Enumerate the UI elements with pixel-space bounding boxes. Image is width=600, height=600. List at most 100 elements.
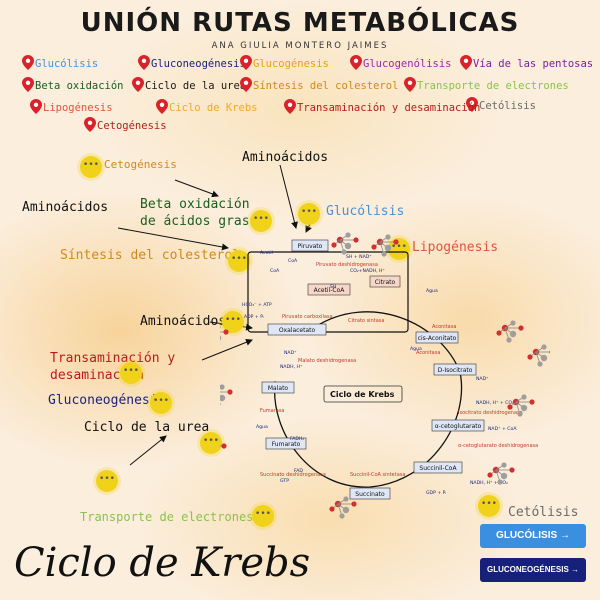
arrow-aminoacidos-left	[117, 227, 229, 251]
cofactor-label: CoA	[288, 258, 298, 264]
molecule-model-5	[487, 462, 515, 485]
hotspot-ciclo-urea[interactable]: •••	[200, 432, 222, 454]
svg-text:Malato: Malato	[268, 385, 289, 392]
cofactor-label: NAD⁺	[284, 350, 297, 356]
label-transporte-electrones: Transporte de electrones	[80, 510, 254, 524]
arrow-cetogenesis	[174, 179, 219, 198]
index-link-label: Glucólisis	[35, 58, 99, 70]
hotspot-gluconeogenesis[interactable]: •••	[150, 392, 172, 414]
map-pin-icon	[466, 97, 478, 112]
cofactor-label: NADH, H⁺ + CO₂	[476, 400, 514, 406]
svg-text:α-cetoglutarato: α-cetoglutarato	[435, 423, 482, 430]
cofactor-label: SH + NAD⁺	[346, 254, 372, 260]
molecule-model-1	[371, 234, 399, 257]
svg-text:Piruvato: Piruvato	[298, 243, 323, 250]
molecule-model-9	[220, 443, 227, 449]
metabolite-1: Acetil-CoA	[307, 283, 351, 296]
enzyme-label: Citrato sintasa	[348, 318, 384, 324]
metabolite-0: Piruvato	[291, 239, 329, 252]
arrow-transaminacion	[201, 338, 253, 361]
molecule-model-2	[496, 320, 524, 343]
svg-text:Citrato: Citrato	[375, 279, 396, 286]
label-glucolisis: Glucólisis	[326, 204, 405, 219]
enzyme-label: α-cetoglutarato deshidrogenasa	[458, 443, 538, 449]
page-title: UNIÓN RUTAS METABÓLICAS	[80, 8, 520, 38]
label-aminoacidos-top: Aminoácidos	[242, 150, 329, 165]
hotspot-aminoacidos[interactable]: •••	[222, 311, 244, 333]
molecule-model-6	[329, 496, 357, 519]
label-beta-oxidacion: Beta oxidación de ácidos grasos	[140, 197, 266, 229]
hotspot-beta-oxidacion[interactable]: •••	[250, 210, 272, 232]
metabolite-4: D-Isocitrato	[433, 363, 477, 376]
map-pin-icon	[156, 99, 168, 114]
cofactor-label: NADH, H⁺	[280, 364, 303, 370]
metabolite-2: Citrato	[369, 275, 401, 288]
map-pin-icon	[22, 55, 34, 70]
hotspot-glucolisis[interactable]: •••	[298, 203, 320, 225]
hotspot-cetolisis[interactable]: •••	[478, 495, 500, 517]
enzyme-label: Piruvato deshidrogenasa	[316, 262, 378, 268]
hotspot-transporte-electrones[interactable]: •••	[96, 470, 118, 492]
pyruvate-box	[247, 251, 409, 333]
index-link-label: Vía de las pentosas	[473, 58, 594, 70]
map-pin-icon	[30, 99, 42, 114]
label-transaminacion: Transaminación y desaminación	[50, 351, 176, 383]
gluconeogenesis-button[interactable]: GLUCONEOGÉNESIS →	[480, 558, 586, 582]
cycle-center-box	[323, 385, 403, 403]
cofactor-label: FADH₂	[290, 436, 304, 442]
label-sintesis-colesterol: Síntesis del colesterol	[60, 248, 241, 263]
index-link-label: Cetogénesis	[97, 120, 167, 132]
cofactor-label: Acetil	[260, 250, 273, 256]
svg-text:Succinato: Succinato	[355, 491, 385, 498]
enzyme-label: Succinil-CoA sintetasa	[350, 472, 405, 478]
map-pin-icon	[460, 55, 472, 70]
index-link-label: Síntesis del colesterol	[253, 80, 399, 92]
label-lipogenesis: Lipogénesis	[412, 240, 499, 255]
glucolisis-button[interactable]: GLUCÓLISIS →	[480, 524, 586, 548]
molecule-model-8	[220, 384, 233, 406]
hotspot-transaminacion[interactable]: •••	[120, 362, 142, 384]
map-pin-icon	[22, 77, 34, 92]
enzyme-label: Aconitasa	[432, 324, 456, 330]
label-aminoacidos-mid: Aminoácidos	[140, 314, 227, 329]
cofactor-label: Agua	[426, 288, 438, 294]
author-name: ANA GIULIA MONTERO JAIMES	[211, 41, 389, 51]
index-link-label: Gluconeogénesis	[151, 58, 246, 70]
hotspot-transporte-end[interactable]: •••	[252, 505, 274, 527]
svg-text:Fumarato: Fumarato	[272, 441, 301, 448]
cofactor-label: Agua	[256, 424, 268, 430]
map-pin-icon	[284, 99, 296, 114]
hotspot-sintesis-colesterol[interactable]: •••	[228, 250, 250, 272]
index-link-label: Lipogénesis	[43, 102, 113, 114]
enzyme-label: Isocitrato deshidrogenasa	[458, 410, 523, 416]
molecule-model-3	[527, 344, 550, 367]
svg-text:Acetil-CoA: Acetil-CoA	[314, 287, 346, 294]
metabolite-8: Fumarato	[265, 437, 307, 450]
cofactor-label: CoA	[270, 268, 280, 274]
cofactor-label: SH	[330, 284, 336, 290]
svg-text:D-Isocitrato: D-Isocitrato	[438, 367, 473, 374]
index-link-label: Transporte de electrones	[417, 80, 569, 92]
map-pin-icon	[138, 55, 150, 70]
krebs-script-title: Ciclo de Krebs	[14, 540, 311, 586]
cofactor-label: GDP + Pᵢ	[426, 490, 446, 496]
cofactor-label: NAD⁺ + CoA	[488, 426, 517, 432]
cofactor-label: CO₂+NADH, H⁺	[350, 268, 385, 274]
map-pin-icon	[350, 55, 362, 70]
cofactor-label: NADH, H⁺ + CO₂	[470, 480, 508, 486]
cofactor-label: GTP	[280, 478, 289, 484]
metabolite-7: Succinato	[349, 487, 391, 500]
hotspot-lipogenesis[interactable]: •••	[388, 238, 410, 260]
arrow-aminoacidos-top	[279, 164, 298, 229]
enzyme-label: Succinato deshidrogenasa	[260, 472, 326, 478]
index-link-label: Ciclo de la urea	[145, 80, 247, 92]
label-cetolisis: Cetólisis	[508, 505, 579, 520]
svg-text:Oxalacetato: Oxalacetato	[279, 327, 316, 334]
enzyme-label: Piruvato carboxilasa	[282, 314, 333, 320]
hotspot-cetogenesis[interactable]: •••	[80, 156, 102, 178]
cofactor-label: NAD⁺	[476, 376, 489, 382]
svg-text:cis-Aconitato: cis-Aconitato	[418, 335, 457, 342]
label-ciclo-urea: Ciclo de la urea	[84, 420, 210, 435]
